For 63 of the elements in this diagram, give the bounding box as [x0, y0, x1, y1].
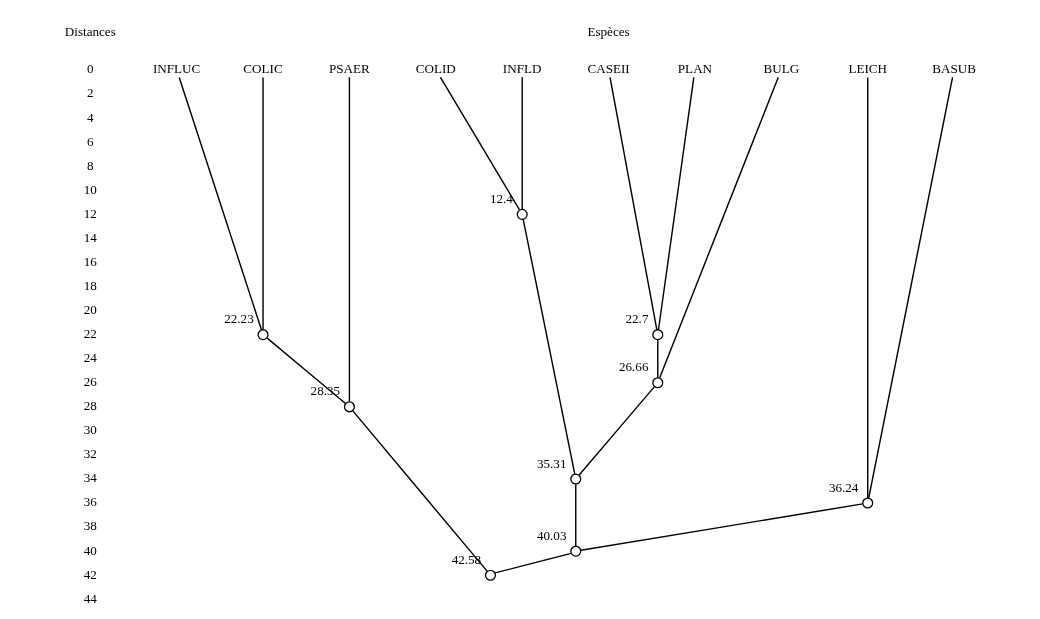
- label: 36: [83, 494, 97, 510]
- label: 20: [83, 301, 97, 317]
- connector: [262, 76, 264, 331]
- label: 40: [83, 542, 97, 558]
- label: 10: [83, 181, 97, 197]
- label: Espèces: [587, 23, 630, 39]
- label: 32: [83, 446, 97, 462]
- node-label: 22.7: [625, 311, 649, 327]
- label: 22: [83, 326, 97, 342]
- label: 42: [83, 566, 97, 582]
- label: 44: [83, 590, 97, 606]
- connector: [657, 76, 695, 331]
- label: 6: [86, 133, 94, 149]
- connector: [348, 76, 351, 403]
- label: 30: [83, 422, 97, 438]
- node-circle: [516, 208, 528, 220]
- label: Distances: [64, 23, 116, 39]
- node-label: 26.66: [618, 359, 649, 375]
- label: 8: [86, 157, 94, 173]
- label: 34: [83, 470, 97, 486]
- label: 18: [83, 277, 97, 293]
- connector: [867, 76, 869, 499]
- node-label: 40.03: [536, 527, 567, 543]
- label: 24: [83, 350, 97, 366]
- label: 38: [83, 518, 97, 534]
- node-text: PLAN: [677, 60, 713, 76]
- node-label: 36.24: [828, 479, 859, 495]
- node-circle: [484, 569, 497, 581]
- label: 16: [83, 253, 97, 269]
- node-text: CASEII: [587, 60, 630, 76]
- node-circle: [570, 545, 582, 557]
- connector: [868, 76, 954, 499]
- node-label: 22.23: [224, 311, 254, 327]
- label: 26: [83, 374, 97, 390]
- node-text: INFLUC: [152, 60, 201, 76]
- node-circle: [862, 497, 874, 509]
- connector: [494, 552, 572, 574]
- label: 4: [86, 109, 94, 125]
- connector: [575, 483, 577, 547]
- connector: [657, 339, 659, 379]
- node-text: PSAER: [329, 60, 370, 76]
- connector: [578, 386, 655, 476]
- node-text: INFLD: [502, 60, 542, 76]
- node-circle: [652, 329, 664, 341]
- label: 2: [86, 85, 94, 101]
- node-text: LEICH: [848, 60, 888, 76]
- node-circle: [343, 401, 355, 413]
- node-text: BASUB: [932, 60, 976, 76]
- node-circle: [570, 473, 582, 485]
- node-circle: [257, 329, 269, 341]
- node-label: 12.4: [489, 191, 513, 206]
- connector: [659, 76, 779, 379]
- node-text: COLID: [415, 60, 456, 76]
- label: 28: [83, 398, 97, 414]
- node-text: BULG: [763, 60, 800, 76]
- connector: [521, 76, 523, 211]
- node-circle: [652, 377, 664, 389]
- connector: [580, 503, 864, 551]
- label: 12: [83, 205, 97, 221]
- node-label: 35.31: [536, 455, 567, 471]
- node-text: COLIC: [243, 60, 283, 76]
- label: 14: [83, 229, 97, 245]
- label: 0: [86, 60, 94, 76]
